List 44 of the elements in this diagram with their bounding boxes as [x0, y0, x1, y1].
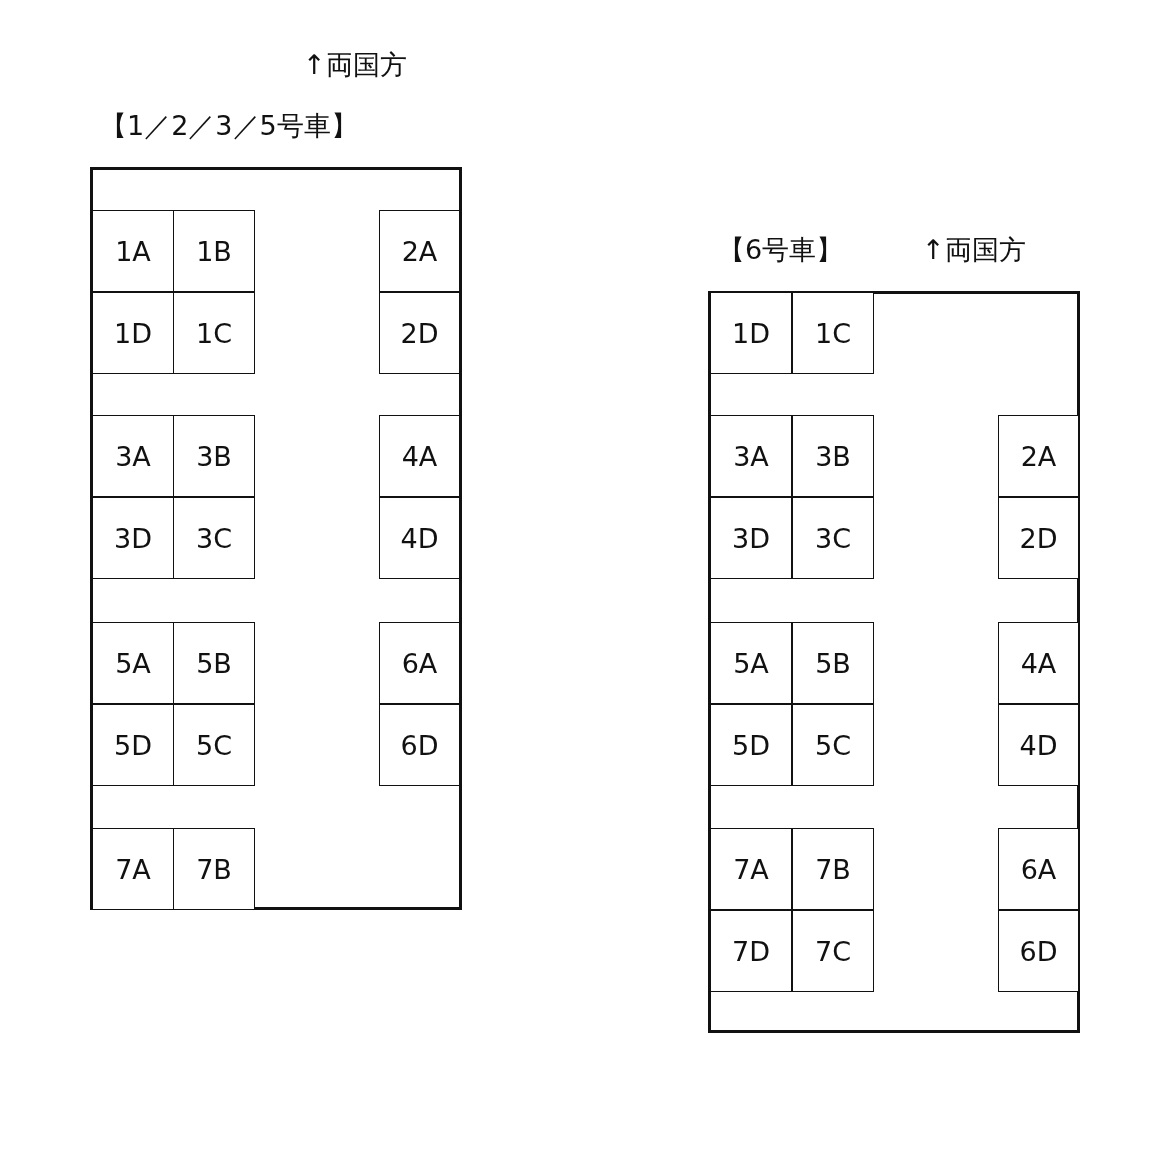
seat-box: 4D	[998, 704, 1079, 786]
seat-box: 6A	[998, 828, 1079, 910]
direction-label: ↑両国方	[922, 233, 1026, 267]
seat-box: 7A	[92, 828, 174, 910]
seat-box: 5D	[92, 704, 174, 786]
seat-box: 2D	[998, 497, 1079, 579]
seat-box: 1B	[173, 210, 255, 292]
seat-box: 7C	[792, 910, 874, 992]
seat-box: 3A	[92, 415, 174, 497]
seat-box: 7D	[710, 910, 792, 992]
seat-box: 4D	[379, 497, 460, 579]
seat-box: 5B	[792, 622, 874, 704]
seat-box: 2A	[998, 415, 1079, 497]
seat-box: 4A	[998, 622, 1079, 704]
seat-box: 5A	[92, 622, 174, 704]
direction-label: ↑両国方	[303, 48, 407, 82]
seat-box: 5D	[710, 704, 792, 786]
seat-box: 1A	[92, 210, 174, 292]
seat-box: 7A	[710, 828, 792, 910]
seat-box: 3C	[792, 497, 874, 579]
seat-box: 7B	[173, 828, 255, 910]
seat-box: 1C	[792, 292, 874, 374]
seat-box: 5B	[173, 622, 255, 704]
seat-box: 3B	[173, 415, 255, 497]
seat-box: 2A	[379, 210, 460, 292]
seat-box: 4A	[379, 415, 460, 497]
seat-box: 1C	[173, 292, 255, 374]
seat-box: 3D	[710, 497, 792, 579]
seat-box: 3C	[173, 497, 255, 579]
seat-box: 5C	[173, 704, 255, 786]
seat-box: 6A	[379, 622, 460, 704]
seat-box: 7B	[792, 828, 874, 910]
seat-box: 1D	[92, 292, 174, 374]
seat-box: 5C	[792, 704, 874, 786]
seat-box: 1D	[710, 292, 792, 374]
seat-box: 3A	[710, 415, 792, 497]
seat-box: 3D	[92, 497, 174, 579]
seat-box: 2D	[379, 292, 460, 374]
car-heading: 【6号車】	[718, 233, 844, 267]
seat-box: 3B	[792, 415, 874, 497]
car-heading: 【1／2／3／5号車】	[100, 109, 358, 143]
seat-box: 6D	[379, 704, 460, 786]
seat-box: 5A	[710, 622, 792, 704]
seat-box: 6D	[998, 910, 1079, 992]
